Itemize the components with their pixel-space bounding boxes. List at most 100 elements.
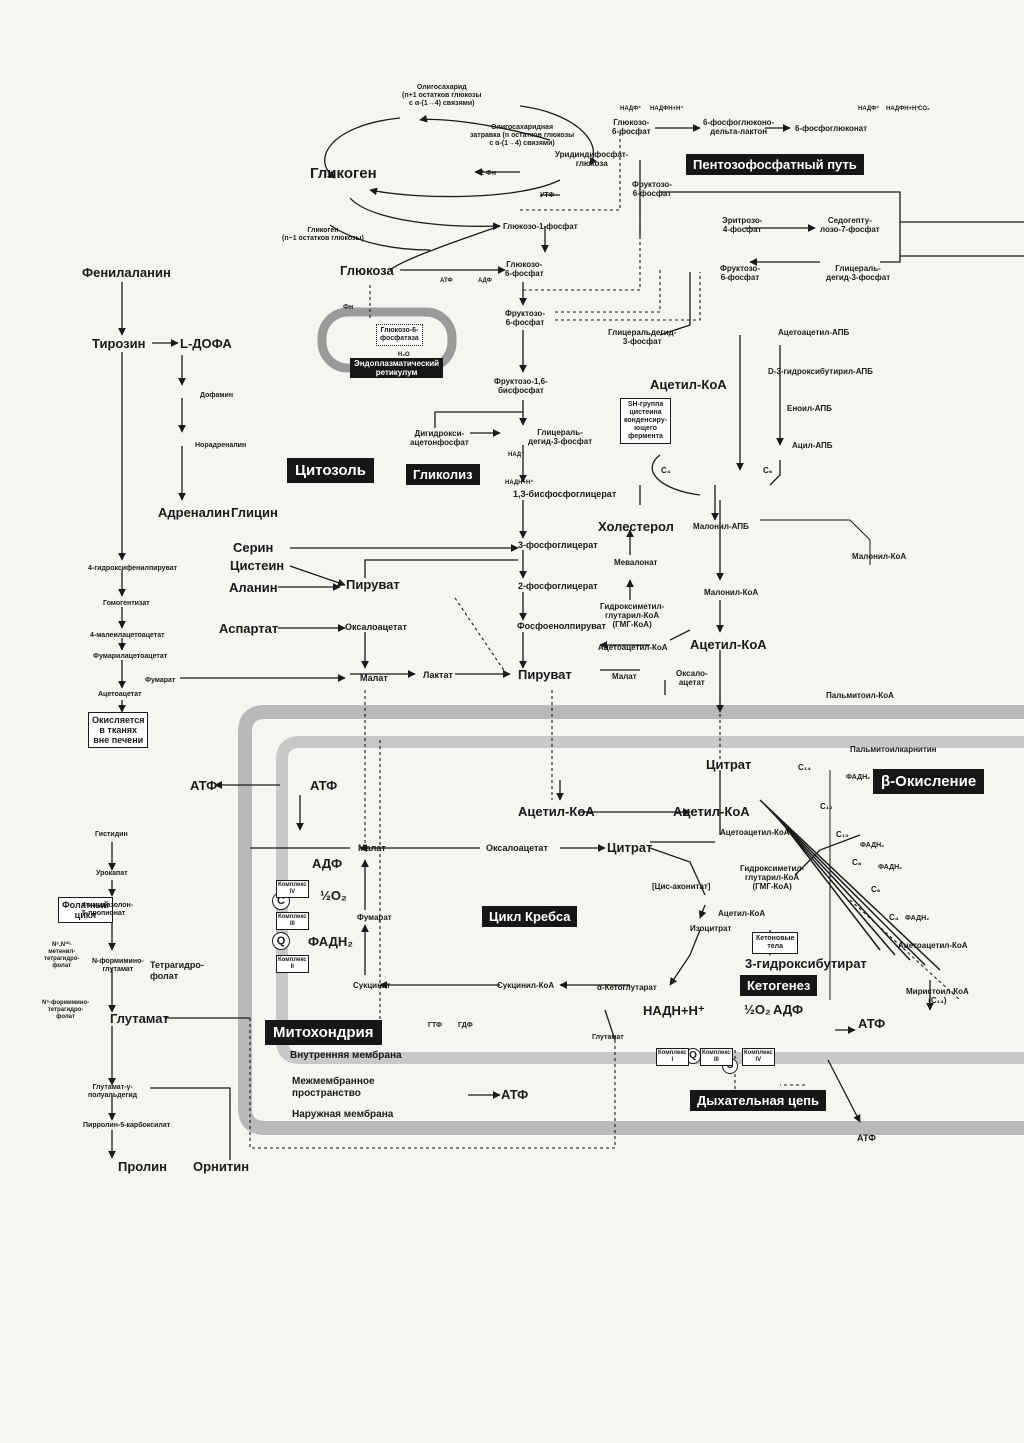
fumarate-mit-label: Фумарат xyxy=(357,913,392,922)
c12-label: C₁₂ xyxy=(820,802,833,811)
pathway-banner-resp-chain: Дыхательная цепь xyxy=(690,1090,827,1111)
acetoacetate-label: Ацетоацетат xyxy=(98,691,142,698)
fadh2-beta-label: ФАДН₂ xyxy=(846,774,871,781)
fadh2-label: ФАДН₂ xyxy=(308,934,354,949)
dopamine-label: Дофамин xyxy=(200,392,234,399)
glucose-label: Глюкоза xyxy=(340,263,394,278)
nadh-etc-label: НАДН+Н⁺ xyxy=(643,1003,705,1018)
glutamate-label: Глутамат xyxy=(110,1011,169,1026)
c10-label: C₁₀ xyxy=(836,830,849,839)
pathway-banner-ketogenesis: Кетогенез xyxy=(740,975,818,996)
glycogen-n1-label: Гликоген (n−1 остатков глюкозы) xyxy=(282,227,364,242)
er-banner: Эндоплазматический ретикулум xyxy=(350,358,444,378)
ppi-label: 2 Фн xyxy=(480,170,497,177)
pep-label: Фосфоенолпируват xyxy=(517,621,606,631)
tyrosine-label: Тирозин xyxy=(92,336,146,351)
g1p-label: Глюкозо-1-фосфат xyxy=(503,222,578,231)
palmitoylcoa-label: Пальмитоил-КоА xyxy=(826,691,894,700)
pathway-banner-glycolysis: Гликолиз xyxy=(406,464,480,485)
maa-label: 4-малеилацетоацетат xyxy=(90,632,165,639)
pyruvate-cyt-label: Пируват xyxy=(518,667,572,682)
oligosaccharide-label: Олигосахарид (n+1 остатков глюкозы с α-(… xyxy=(402,84,482,107)
ubiquinone-q-left: Q xyxy=(272,932,290,950)
folate-cycle-note: Фолатный цикл xyxy=(58,897,113,923)
g6pase-box: Глюкозо-6- фосфатаза xyxy=(376,324,423,346)
g6p-ppp-label: Глюкозо- 6-фосфат xyxy=(612,118,651,136)
acetylcoa-cyt2-label: Ацетил-КоА xyxy=(690,637,767,652)
hb-acp-label: D-3-гидроксибутирил-АПБ xyxy=(768,367,873,376)
fumarate-cyt-label: Фумарат xyxy=(145,677,176,684)
citrate-cyt-label: Цитрат xyxy=(706,757,752,772)
succinylcoa-label: Сукцинил-КоА xyxy=(497,981,555,990)
malate-mit-label: Малат xyxy=(358,843,386,853)
intermembrane-label: Межмембранное пространство xyxy=(292,1076,375,1099)
pyruvate-ala-label: Пируват xyxy=(346,577,400,592)
acetoacetyl-acp-label: Ацетоацетил-АПБ xyxy=(778,328,850,337)
glutamate-mit-label: Глутамат xyxy=(592,1034,624,1041)
gsa-label: Глутамат-γ- полуальдегид xyxy=(88,1084,138,1099)
fadh2-beta3-label: ФАДН₂ xyxy=(878,864,903,871)
ketone-bodies-note: Кетоновые тела xyxy=(752,932,799,954)
hmgcoa-cyt-label: Гидроксиметил- глутарил-КоА (ГМГ-КоА) xyxy=(600,602,665,629)
fadh2-beta4-label: ФАДН₂ xyxy=(905,915,930,922)
phenylalanine-label: Фенилаланин xyxy=(82,265,171,280)
mevalonate-label: Мевалонат xyxy=(614,558,658,567)
outer-membrane xyxy=(238,705,1024,1135)
nadph-1-label: НАДФН+Н⁺ xyxy=(650,106,684,112)
p5c-label: Пирролин-5-карбоксилат xyxy=(83,1122,171,1129)
oligo-primer-label: Олигосахаридная затравка (n остатков глю… xyxy=(470,124,575,147)
c8-label: C₈ xyxy=(852,858,862,867)
malonyl-acp-label: Малонил-АПБ xyxy=(693,522,749,531)
malate-cyt2-label: Малат xyxy=(612,672,637,681)
s7p-label: Седогепту- лозо-7-фосфат xyxy=(820,216,880,234)
sh-group-note: SH-группа цистеина конденсиру- ющего фер… xyxy=(620,398,672,444)
gap-ppp2-label: Глицеральдегид- 3-фосфат xyxy=(608,328,677,346)
complex-iv-right: Комплекс IV xyxy=(742,1048,775,1066)
cisaconitate-label: [Цис-аконитат] xyxy=(652,882,711,891)
outside-liver-note: Окисляется в тканях вне печени xyxy=(88,712,149,748)
nad-gap-label: НАД⁺ xyxy=(508,452,525,458)
pgc-label: 6-фосфоглюконат xyxy=(795,124,868,133)
f6p-ppp2-label: Фруктозо- 6-фосфат xyxy=(720,264,760,282)
hmgcoa-mit-label: Гидроксиметил- глутарил-КоА (ГМГ-КоА) xyxy=(740,864,805,891)
complex-ii-left: Комплекс II xyxy=(276,955,309,973)
g6p-label: Глюкозо- 6-фосфат xyxy=(505,260,544,278)
faa-label: Фумарилацетоацетат xyxy=(93,653,168,660)
imidazolone-label: 4-имидазолон- 5-пропионат xyxy=(82,902,134,917)
lactate-label: Лактат xyxy=(423,670,453,680)
isocitrate-label: Изоцитрат xyxy=(690,924,732,933)
malonyl-coa-label: Малонил-КоА xyxy=(852,552,907,561)
atp-gtp-label: АТФ xyxy=(501,1087,529,1102)
glycine-label: Глицин xyxy=(231,505,278,520)
acyl-acp-label: Ацил-АПБ xyxy=(792,441,833,450)
gap-label: Глицераль- дегид-3-фосфат xyxy=(528,428,593,446)
acetylcoa-keto-label: Ацетил-КоА xyxy=(718,909,766,918)
o2-etc-label: ½O₂ xyxy=(744,1002,771,1017)
complex-iii-left: Комплекс III xyxy=(276,912,309,930)
outer-membrane-label: Наружная мембрана xyxy=(292,1109,394,1120)
oaa-cyt2-label: Оксало- ацетат xyxy=(676,669,708,687)
f6p-ppp-label: Фруктозо- 6-фосфат xyxy=(632,180,672,198)
adp-mit-label: АДФ xyxy=(312,856,343,871)
pathway-banner-beta-oxidation: β-Окисление xyxy=(873,769,985,794)
oaa-mit-label: Оксалоацетат xyxy=(486,843,548,853)
complex-iv-left: Комплекс IV xyxy=(276,880,309,898)
c4-label: C₄ xyxy=(661,466,671,475)
myristoylcoa-label: Миристоил-КоА (C₁₄) xyxy=(906,987,969,1005)
pg2-label: 2-фосфоглицерат xyxy=(518,581,598,591)
glycogen-label: Гликоген xyxy=(310,165,377,182)
h2o-er-label: H₂O xyxy=(398,352,410,358)
nadp-1-label: НАДФ⁺ xyxy=(620,106,642,112)
malate-cyt-label: Малат xyxy=(360,673,388,683)
atp-glucose-label: АТФ xyxy=(440,278,453,284)
gtp-label: ГТФ xyxy=(428,1022,442,1029)
ornithine-label: Орнитин xyxy=(193,1159,250,1174)
figlu-label: N-формимино- глутамат xyxy=(92,958,144,973)
adrenaline-label: Адреналин xyxy=(158,505,230,520)
nadh-gap-label: НАДН+Н⁺ xyxy=(505,480,534,486)
ldopa-label: L-ДОФА xyxy=(180,336,232,351)
fthf-label: N⁵-формимино- тетрагидро- фолат xyxy=(42,1000,90,1020)
f16bp-label: Фруктозо-1,6- бисфосфат xyxy=(494,377,548,395)
